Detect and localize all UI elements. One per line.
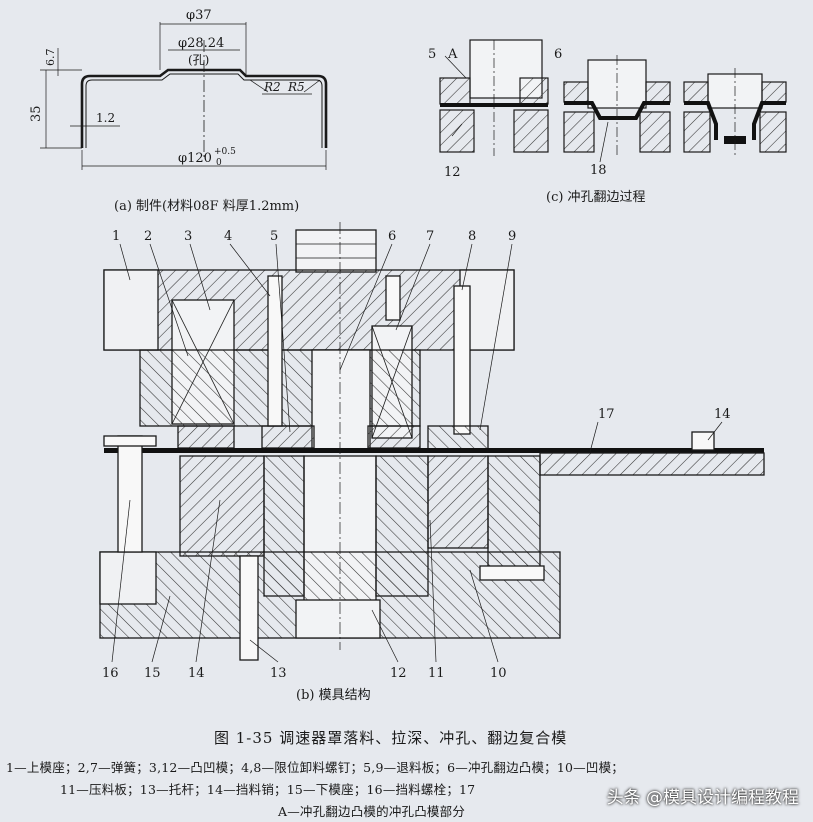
die-leaders <box>111 243 723 663</box>
process-label-A: A <box>447 47 458 62</box>
die-label-3: 3 <box>184 229 192 244</box>
dim-outer-top: φ37 <box>186 8 212 23</box>
die-label-12: 12 <box>390 666 407 681</box>
dim-r2: R2 <box>263 80 281 94</box>
process-stage-2 <box>563 55 671 163</box>
dim-tol-upper: +0.5 <box>214 147 236 157</box>
dim-flange: 6.7 <box>44 49 57 67</box>
dim-tol-lower: 0 <box>216 158 222 168</box>
legend-line-3: A—冲孔翻边凸模的冲孔凸模部分 <box>278 804 466 819</box>
die-label-16: 16 <box>102 666 119 681</box>
die-label-15: 15 <box>144 666 161 681</box>
die-caption: (b) 模具结构 <box>296 688 371 703</box>
dim-height: 35 <box>29 105 44 122</box>
figure-title: 图 1-35 调速器罩落料、拉深、冲孔、翻边复合模 <box>214 729 568 747</box>
legend-line-1: 1—上模座；2,7—弹簧；3,12—凸凹模；4,8—限位卸料螺钉；5,9—退料板… <box>6 760 624 775</box>
die-label-8: 8 <box>468 229 476 244</box>
die-label-5: 5 <box>270 229 278 244</box>
process-label-5: 5 <box>428 47 436 62</box>
part-drawing <box>40 22 328 170</box>
die-label-1: 1 <box>112 229 120 244</box>
process-stage-3 <box>683 68 787 156</box>
die-label-14-right: 14 <box>714 407 731 422</box>
die-label-10: 10 <box>490 666 507 681</box>
process-caption: (c) 冲孔翻边过程 <box>546 190 646 205</box>
legend-line-2: 11—压料板；13—托杆；14—挡料销；15—下模座；16—挡料螺栓；17 <box>60 782 476 797</box>
die-label-4: 4 <box>224 229 232 244</box>
process-labels: 5 A 6 12 18 <box>428 47 607 180</box>
part-caption: (a) 制件(材料08F 料厚1.2mm) <box>114 199 300 214</box>
process-label-6: 6 <box>554 47 562 62</box>
watermark: 头条 @模具设计编程教程 <box>606 788 799 808</box>
process-label-12: 12 <box>444 165 461 180</box>
die-label-17: 17 <box>598 407 615 422</box>
process-label-18: 18 <box>590 163 607 178</box>
dim-thickness: 1.2 <box>96 111 115 125</box>
part-dimensions: φ37 φ28.24 (孔) 35 6.7 1.2 R2 R5 φ120 +0.… <box>29 8 305 168</box>
dim-hole: φ28.24 <box>178 36 224 51</box>
die-label-14: 14 <box>188 666 205 681</box>
dim-r5: R5 <box>287 80 305 94</box>
die-label-9: 9 <box>508 229 516 244</box>
die-label-7: 7 <box>426 229 434 244</box>
die-labels: 1 2 3 4 5 6 7 8 9 17 14 16 15 14 13 12 1… <box>102 229 731 681</box>
die-label-2: 2 <box>144 229 152 244</box>
process-stage-1 <box>439 39 549 156</box>
die-structure <box>99 222 765 661</box>
dim-hole-note: (孔) <box>188 53 209 67</box>
die-label-13: 13 <box>270 666 287 681</box>
die-label-6: 6 <box>388 229 396 244</box>
die-label-11: 11 <box>428 666 445 681</box>
dim-diameter: φ120 <box>178 151 212 166</box>
